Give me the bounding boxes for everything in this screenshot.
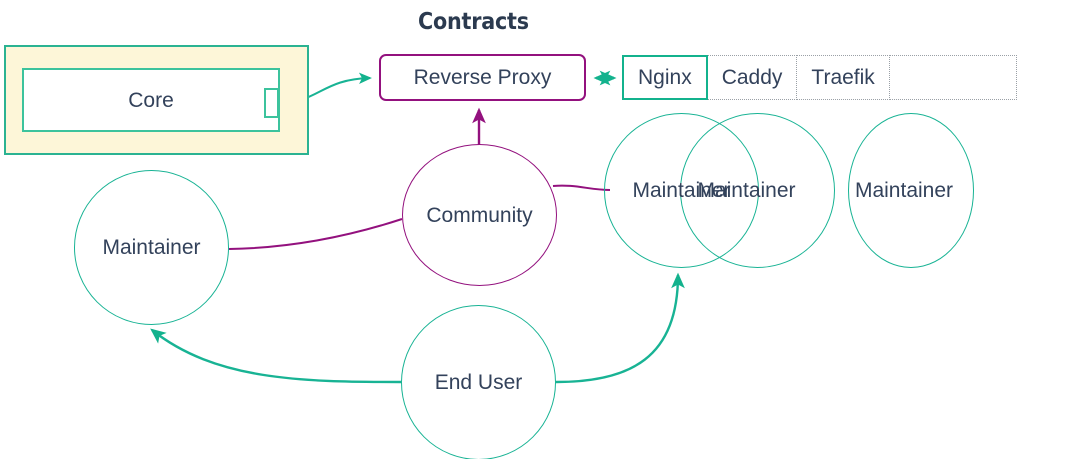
proxy-cell-empty[interactable] [888,55,1017,100]
proxy-cell-nginx[interactable]: Nginx [622,55,708,100]
community-node[interactable]: Community [402,144,557,286]
proxy-cell-nginx-label: Nginx [638,66,692,89]
end-user-node[interactable]: End User [401,305,556,459]
edge-end-user-to-maintainer-left [150,328,402,384]
maintainer-b-label: Maintainer [697,180,796,201]
proxy-cell-traefik-label: Traefik [811,66,875,89]
core-node[interactable]: Core [22,68,280,132]
maintainer-b-node[interactable]: Maintainer [680,113,835,268]
end-user-label: End User [434,371,523,394]
edge-community-to-maintainer-a [552,184,611,191]
reverse-proxy-node[interactable]: Reverse Proxy [379,54,586,101]
proxy-options-table: Nginx Caddy Traefik [622,55,1017,100]
proxy-cell-traefik[interactable]: Traefik [796,55,890,100]
maintainer-left-label: Maintainer [102,236,201,259]
proxy-cell-caddy-label: Caddy [721,66,783,89]
maintainer-c-label: Maintainer [854,180,954,201]
community-label: Community [426,203,533,227]
maintainer-c-node[interactable]: Maintainer [848,113,974,268]
edge-community-to-maintainer-left [228,218,403,250]
reverse-proxy-label: Reverse Proxy [413,66,552,89]
maintainer-left-node[interactable]: Maintainer [74,170,229,325]
proxy-cell-caddy[interactable]: Caddy [706,55,798,100]
core-label: Core [128,88,174,112]
core-port-handle[interactable] [264,88,279,118]
edge-end-user-to-maintainer-a [555,272,685,384]
contracts-title: Contracts [418,9,529,35]
maintainer-a-label: Maintainer [632,180,731,201]
